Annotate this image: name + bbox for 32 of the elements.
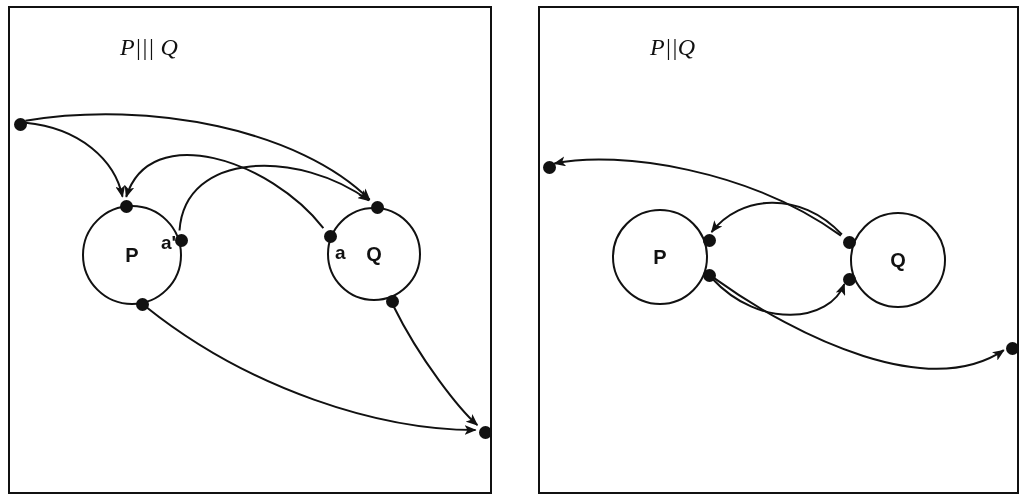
port-dot — [542, 160, 556, 174]
panel-frame — [8, 6, 492, 494]
arrow — [24, 121, 125, 198]
arrow — [710, 201, 843, 236]
port-dot — [702, 268, 716, 282]
arrow — [553, 156, 842, 237]
port-dot — [1005, 341, 1019, 355]
arrow — [712, 276, 1005, 370]
arrow — [24, 113, 371, 201]
port-dot — [702, 233, 716, 247]
port-dot — [370, 200, 384, 214]
port-dot — [842, 272, 856, 286]
port-dot — [385, 294, 399, 308]
port-dot — [135, 297, 149, 311]
panel-title: P||Q — [650, 34, 696, 61]
process-label: P — [125, 243, 139, 267]
process-label: P — [653, 245, 667, 269]
port-dot — [174, 233, 188, 247]
process-label: Q — [366, 242, 382, 266]
process-label: Q — [890, 248, 906, 272]
port-dot — [13, 117, 27, 131]
port-label: a' — [161, 232, 177, 254]
port-label: a — [335, 242, 346, 264]
panel-title: P||| Q — [120, 34, 178, 61]
port-dot — [842, 235, 856, 249]
arrow — [178, 164, 370, 232]
port-dot — [478, 425, 492, 439]
port-dot — [119, 199, 133, 213]
port-dot — [323, 229, 337, 243]
arrow — [711, 277, 846, 316]
arrow — [125, 154, 325, 230]
panel-frame — [538, 6, 1019, 494]
